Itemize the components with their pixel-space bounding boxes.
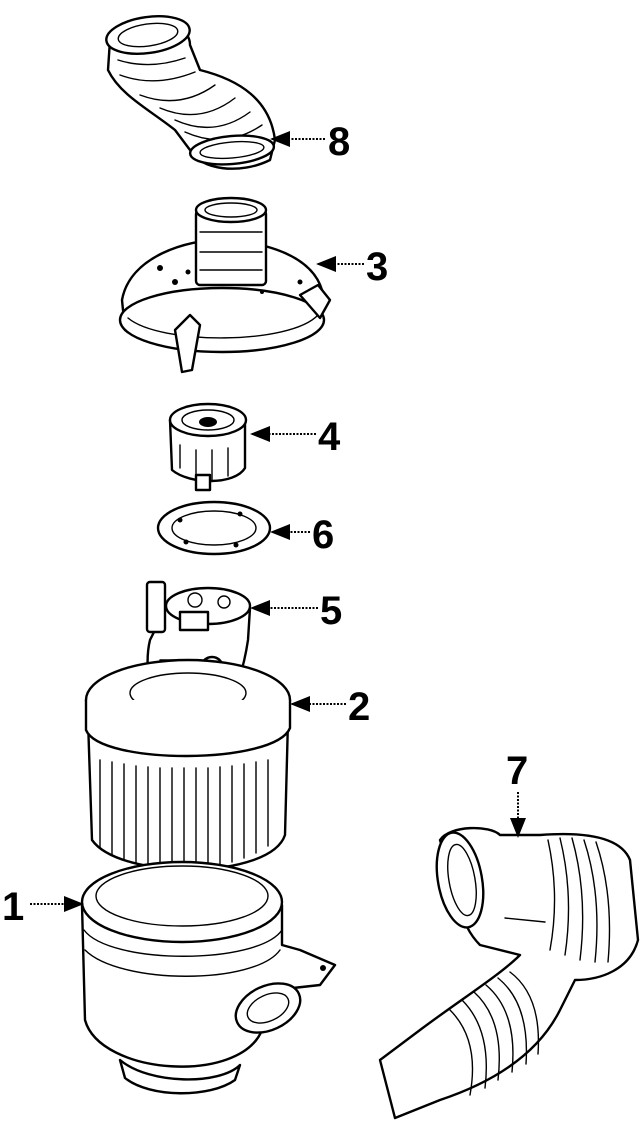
callout-4: 4 [318, 415, 341, 459]
callout-7: 7 [506, 749, 528, 793]
callout-2: 2 [348, 685, 370, 729]
part-8-intake-hose [105, 15, 277, 170]
part-3-cleaner-cover [118, 196, 332, 374]
part-4-filter-element [168, 402, 248, 492]
part-1-cleaner-housing [80, 860, 337, 1095]
callout-1: 1 [2, 885, 24, 929]
callout-3: 3 [366, 245, 388, 289]
part-7-intake-duct [378, 826, 640, 1120]
callout-8: 8 [328, 120, 350, 164]
part-2-filter-element [84, 658, 292, 871]
callout-6: 6 [312, 513, 334, 557]
leader-lines [30, 131, 526, 912]
callout-labels: 8 3 4 6 5 2 7 1 [2, 120, 528, 929]
part-6-gasket [156, 500, 272, 556]
callout-5: 5 [320, 589, 342, 633]
